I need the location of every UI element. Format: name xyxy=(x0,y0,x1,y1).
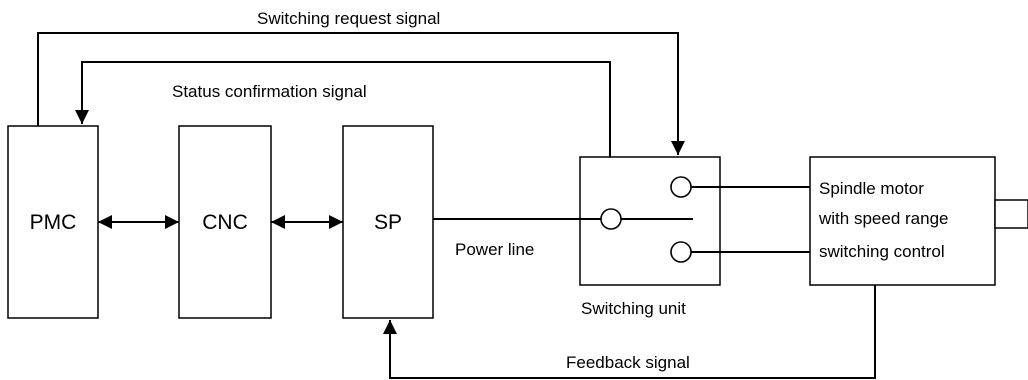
status-confirmation-line xyxy=(75,61,611,157)
switching-unit-caption: Switching unit xyxy=(581,299,686,318)
motor-label-line-3: switching control xyxy=(819,242,945,261)
switch-common-terminal xyxy=(600,208,622,230)
cnc-block xyxy=(178,125,272,319)
power-line-label: Power line xyxy=(455,240,534,259)
spindle-motor-block xyxy=(809,156,996,286)
motor-shaft xyxy=(994,199,1028,229)
cnc-label: CNC xyxy=(202,211,248,234)
sp-label: SP xyxy=(374,211,402,234)
switching-request-line xyxy=(37,32,685,155)
switching-request-label: Switching request signal xyxy=(257,9,440,28)
switch-terminal-upper xyxy=(670,176,692,198)
motor-label-line-1: Spindle motor xyxy=(819,179,924,198)
feedback-label: Feedback signal xyxy=(566,353,690,372)
motor-label-line-2: with speed range xyxy=(818,209,948,228)
pmc-label: PMC xyxy=(30,211,77,234)
sp-block xyxy=(342,125,434,319)
pmc-block xyxy=(7,125,99,319)
status-confirmation-label: Status confirmation signal xyxy=(172,82,367,101)
switch-terminal-lower xyxy=(670,241,692,263)
feedback-line xyxy=(383,285,876,379)
